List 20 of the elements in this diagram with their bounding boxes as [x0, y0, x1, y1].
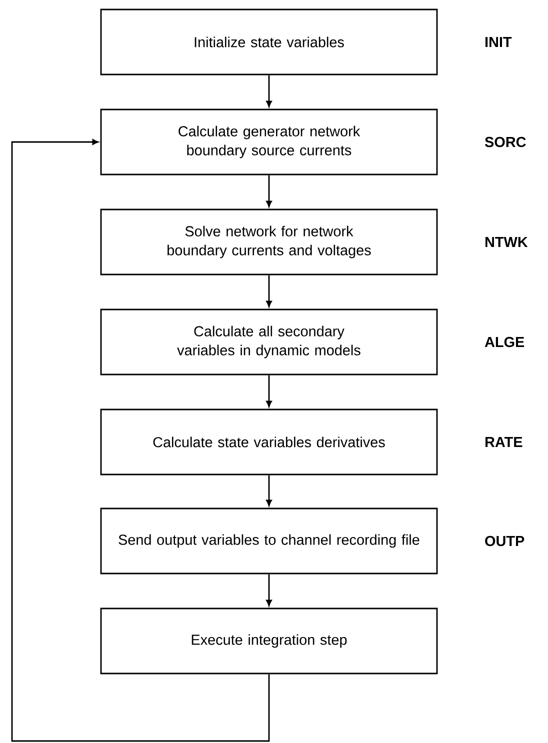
arrow [266, 75, 272, 107]
process-box: Initialize state variables [100, 8, 438, 76]
arrow [266, 275, 272, 307]
step-code: RATE [485, 437, 522, 447]
arrow [266, 574, 272, 606]
arrow [266, 375, 272, 407]
process-box: Execute integration step [100, 608, 438, 674]
process-box: Solve network for network boundary currents and voltages [100, 208, 438, 276]
process-box: Calculate state variables derivatives [100, 408, 438, 476]
step-code: OUTP [485, 536, 524, 546]
process-box: Send output variables to channel recording file [100, 508, 438, 574]
step-code: NTWK [485, 237, 528, 247]
arrow [266, 475, 272, 506]
step-code: INIT [485, 37, 512, 47]
process-box: Calculate all secondary variables in dynamic models [100, 308, 438, 376]
arrow [266, 175, 272, 207]
arrow [11, 139, 270, 742]
step-code: SORC [484, 136, 526, 148]
step-code: ALGE [484, 336, 524, 348]
process-box: Calculate generator network boundary source currents [100, 108, 438, 176]
